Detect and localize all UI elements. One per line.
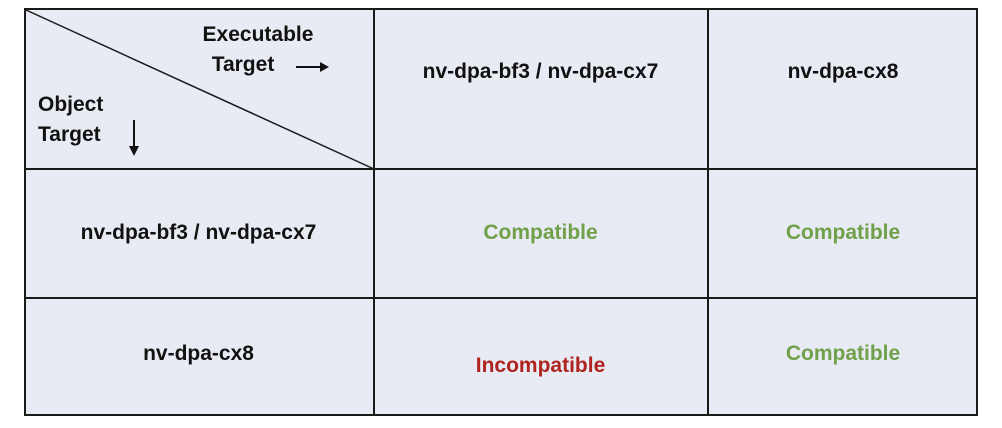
- column-header-cx8: nv-dpa-cx8: [708, 8, 978, 168]
- status-compatible: Compatible: [483, 221, 598, 244]
- cell-bf3cx7-to-bf3cx7: Compatible: [374, 169, 707, 297]
- cell-bf3cx7-to-cx8: Compatible: [708, 169, 978, 297]
- cell-cx8-to-bf3cx7: Incompatible: [374, 298, 707, 416]
- executable-label-line2: Target: [211, 53, 275, 76]
- column-header-bf3-cx7-text: nv-dpa-bf3 / nv-dpa-cx7: [422, 60, 659, 83]
- object-target-label: Object Target: [38, 90, 103, 150]
- object-label-line2: Target: [38, 123, 101, 146]
- row-header-bf3-cx7-text: nv-dpa-bf3 / nv-dpa-cx7: [80, 221, 317, 244]
- table-grid-lines: [24, 8, 978, 416]
- arrow-down-icon: [129, 120, 139, 156]
- status-incompatible: Incompatible: [475, 354, 606, 377]
- arrow-right-icon: [296, 62, 329, 72]
- row-header-cx8: nv-dpa-cx8: [24, 298, 373, 416]
- status-compatible: Compatible: [785, 221, 901, 244]
- executable-label-line1: Executable: [202, 23, 314, 46]
- compatibility-table: Executable Target Object Target nv-dpa-b…: [24, 8, 978, 416]
- object-label-line1: Object: [38, 93, 104, 116]
- executable-target-label: Executable Target: [188, 20, 328, 80]
- row-header-bf3-cx7: nv-dpa-bf3 / nv-dpa-cx7: [24, 169, 373, 297]
- corner-diagonal-line: [25, 9, 375, 170]
- status-compatible: Compatible: [785, 342, 901, 365]
- corner-header-cell: Executable Target Object Target: [24, 8, 373, 168]
- cell-cx8-to-cx8: Compatible: [708, 298, 978, 416]
- column-header-bf3-cx7: nv-dpa-bf3 / nv-dpa-cx7: [374, 8, 707, 168]
- row-header-cx8-text: nv-dpa-cx8: [143, 342, 254, 365]
- column-header-cx8-text: nv-dpa-cx8: [787, 60, 899, 83]
